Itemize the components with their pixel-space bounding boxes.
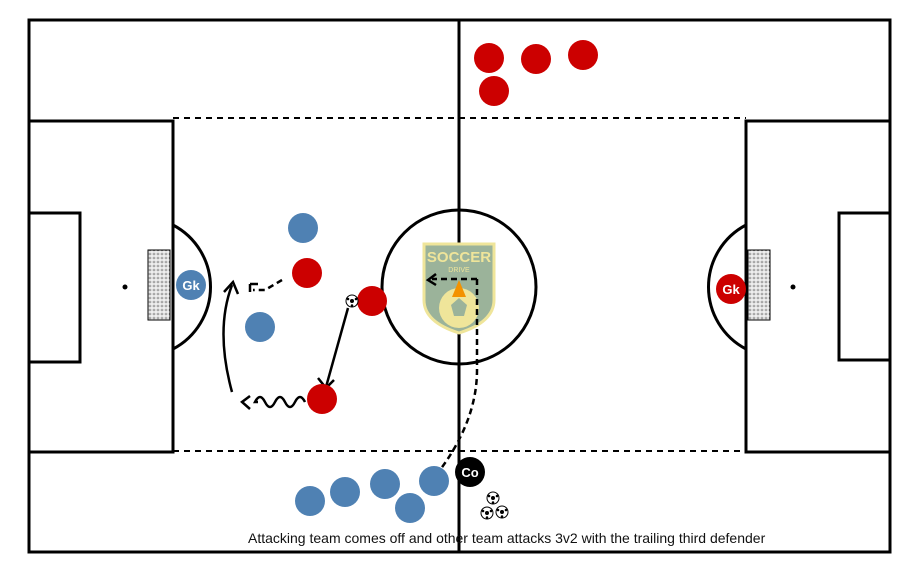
red-players [292, 40, 598, 414]
blue-player [245, 312, 275, 342]
blue-player [330, 477, 360, 507]
red-player [307, 384, 337, 414]
blue-player [370, 469, 400, 499]
svg-text:Co: Co [461, 465, 478, 480]
svg-text:Gk: Gk [722, 282, 740, 297]
blue-player [288, 213, 318, 243]
blue-player [395, 493, 425, 523]
red-goalkeeper: Gk [716, 274, 746, 304]
ball-icon [486, 491, 500, 505]
ball-icon [480, 506, 494, 520]
blue-player [295, 486, 325, 516]
blue-player [419, 466, 449, 496]
logo: SOCCER DRIVE [422, 242, 496, 335]
goal-left [147, 249, 171, 321]
red-player [357, 286, 387, 316]
caption: Attacking team comes off and other team … [248, 530, 766, 546]
penalty-spot-right [790, 284, 796, 290]
blue-players [245, 213, 449, 523]
svg-text:DRIVE: DRIVE [448, 267, 470, 274]
ball-icon [345, 294, 359, 308]
ball-icon [495, 505, 509, 519]
blue-goalkeeper: Gk [176, 270, 206, 300]
red-player [292, 258, 322, 288]
red-player [479, 76, 509, 106]
red-player [521, 44, 551, 74]
red-player [568, 40, 598, 70]
red-player [474, 43, 504, 73]
movement-arrows [222, 273, 479, 471]
penalty-spot-left [122, 284, 128, 290]
svg-text:Gk: Gk [182, 278, 200, 293]
goal-right [747, 249, 771, 321]
coach: Co [455, 457, 485, 487]
svg-text:SOCCER: SOCCER [427, 249, 491, 266]
